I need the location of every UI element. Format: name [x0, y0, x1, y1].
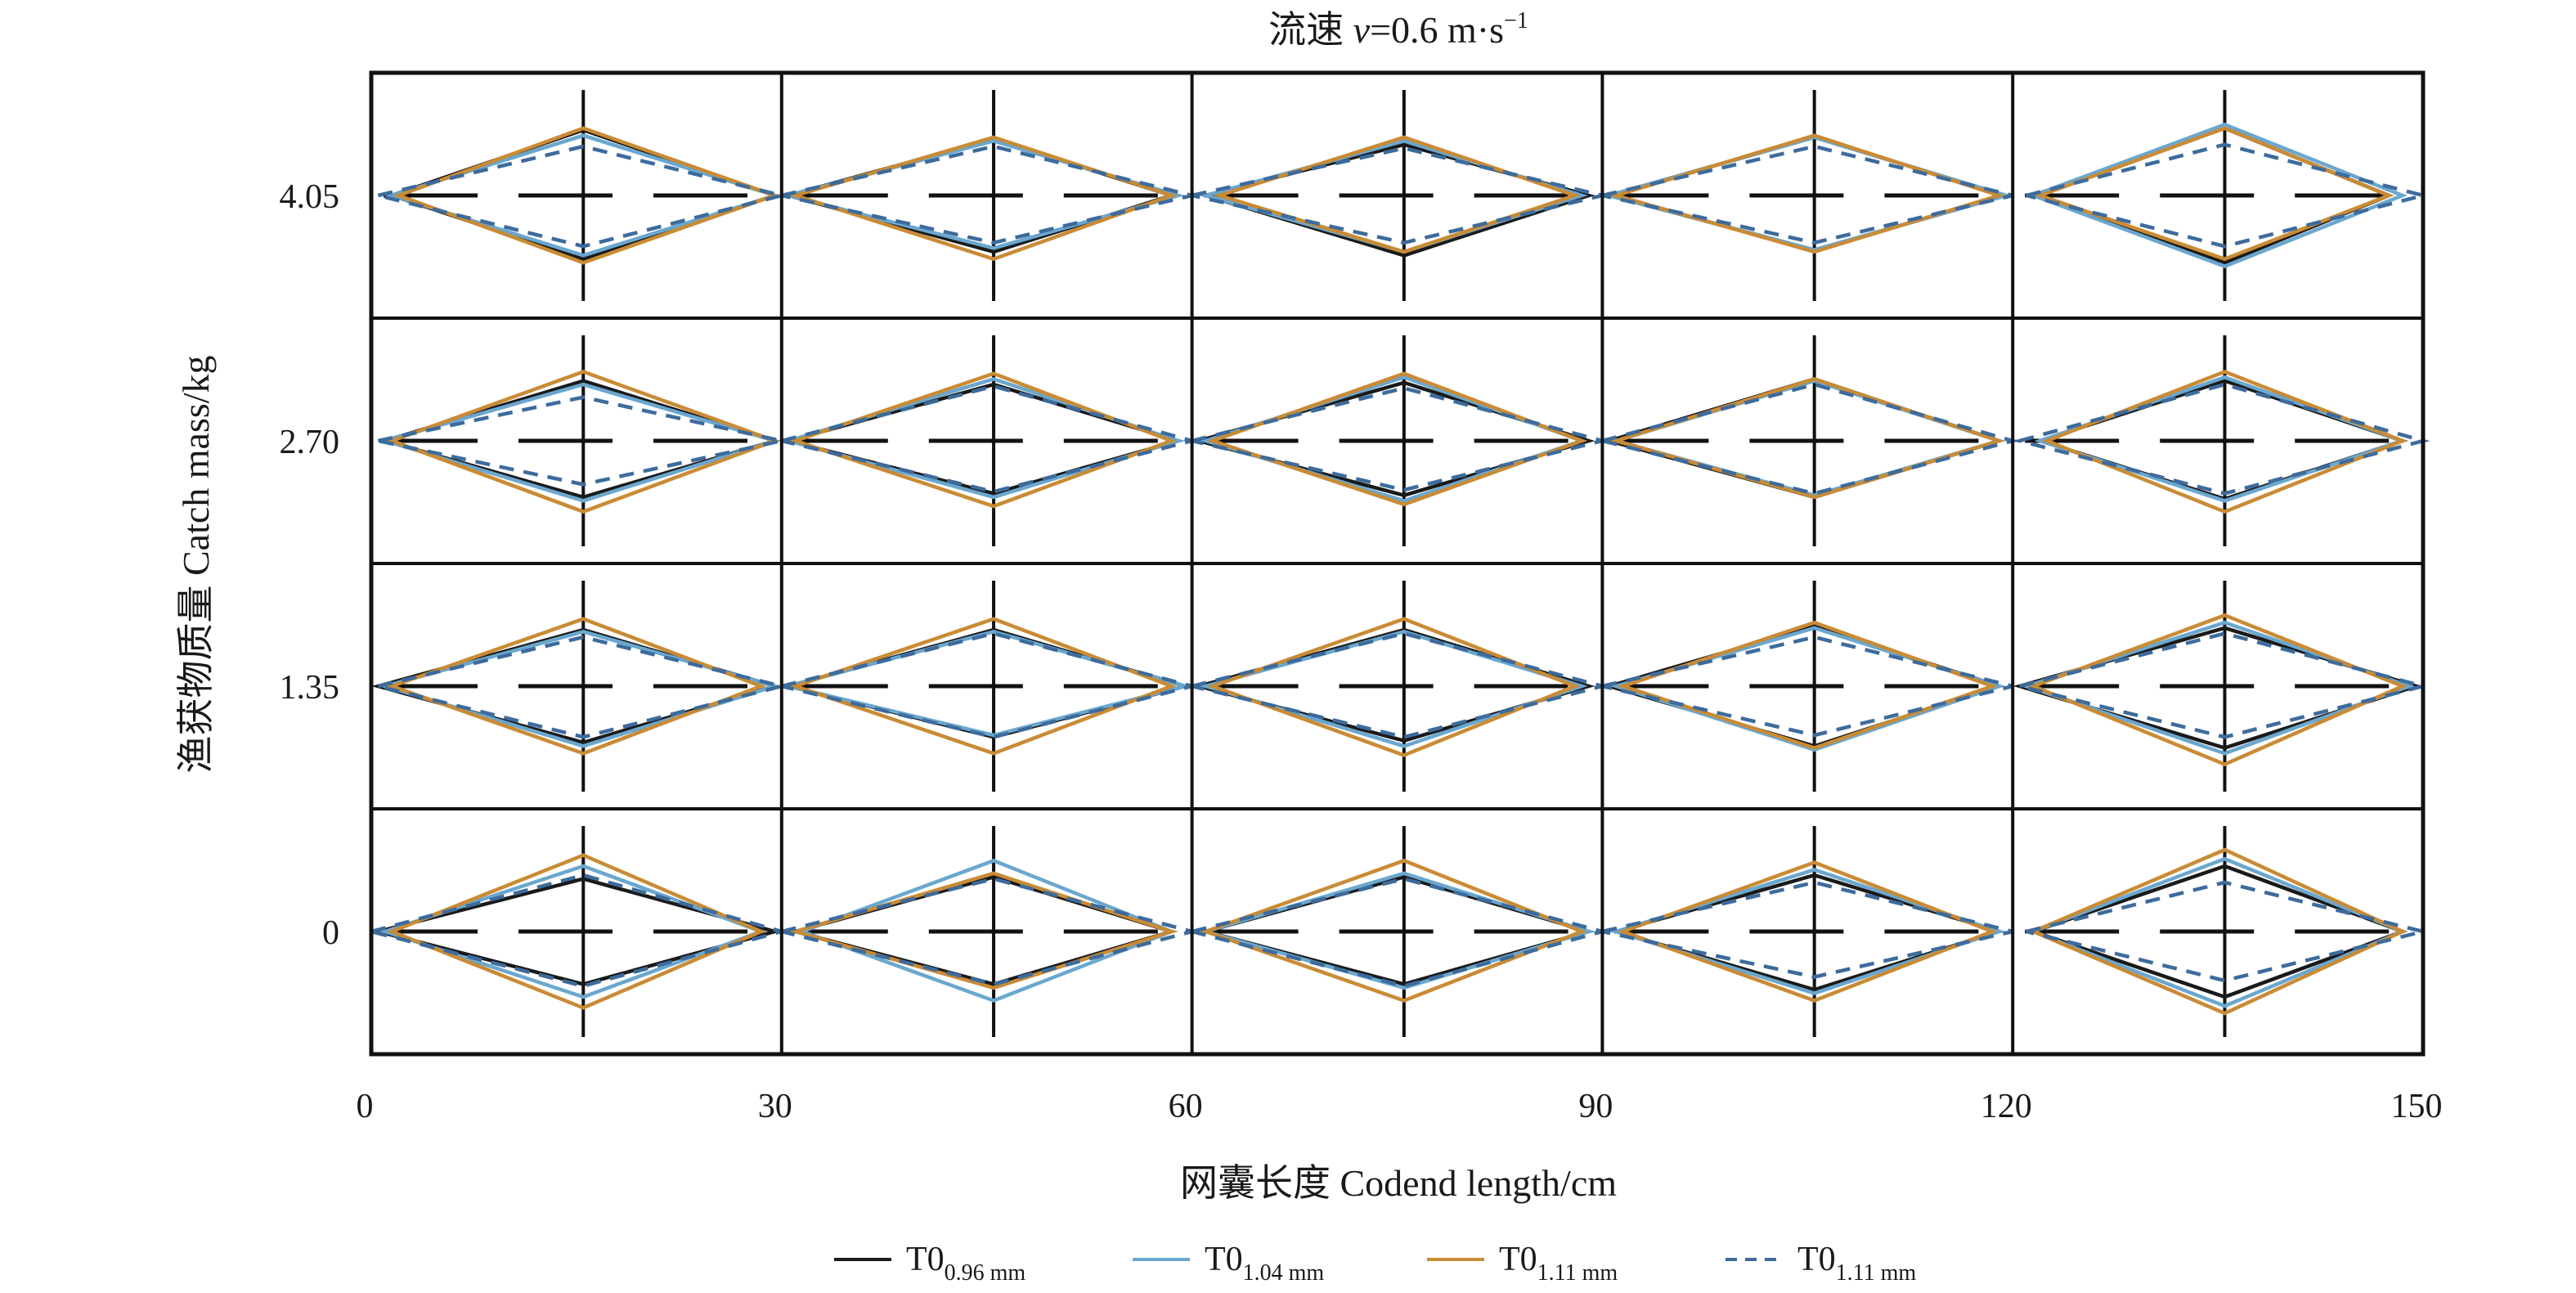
series-diamond-1 [782, 377, 1185, 500]
chart-title: 流速 v=0.6 m·s−1 [1268, 8, 1528, 51]
legend-label: T00.96 mm [906, 1241, 1025, 1286]
series-diamond-1 [2020, 620, 2416, 756]
series-diamond-3 [2026, 880, 2424, 983]
series-diamond-3 [2026, 142, 2424, 249]
panel [2025, 826, 2424, 1037]
legend-label: T01.04 mm [1205, 1241, 1324, 1286]
series-diamond-2 [1213, 135, 1582, 254]
series-diamond-2 [2034, 126, 2394, 262]
series-diamond-2 [1206, 371, 1587, 507]
panel [1601, 90, 2013, 301]
series-diamond-0 [1602, 377, 2005, 500]
series-diamond-3 [377, 144, 783, 249]
legend-label-main: T0 [1205, 1241, 1243, 1278]
series-diamond-0 [1198, 142, 1595, 258]
series-diamond-3 [377, 635, 783, 739]
x-tick-label: 0 [357, 1088, 374, 1125]
panel [364, 826, 789, 1037]
series-diamond-3 [2019, 631, 2430, 739]
series-diamond-1 [1609, 868, 2005, 995]
legend-item: T01.11 mm [1726, 1241, 1916, 1286]
legend-label-main: T0 [1499, 1241, 1537, 1278]
panel [377, 90, 783, 301]
series-diamond-2 [2028, 613, 2408, 766]
x-tick-labels: 0 30 60 90 120 150 [357, 1088, 2443, 1125]
series-diamond-0 [781, 627, 1192, 739]
panel [1601, 581, 2013, 792]
panel [781, 581, 1200, 792]
y-tick-label: 4.05 [280, 178, 340, 216]
series-diamond-0 [377, 877, 782, 986]
x-tick-label: 30 [758, 1088, 792, 1125]
panel [1601, 826, 2013, 1037]
panel [2012, 335, 2430, 546]
x-tick-label: 150 [2391, 1088, 2443, 1125]
series-diamond-2 [387, 853, 766, 1010]
y-tick-label: 2.70 [280, 424, 340, 461]
plot-frame [369, 70, 2426, 1057]
series-diamond-1 [378, 629, 782, 748]
series-diamond-2 [1609, 377, 2005, 500]
legend-label-subscript: 0.96 mm [945, 1260, 1026, 1286]
series-diamond-2 [1617, 860, 1998, 1003]
series-diamond-2 [789, 371, 1177, 509]
panel [1192, 335, 1603, 546]
series-diamond-2 [1200, 858, 1587, 1003]
panel [1192, 826, 1610, 1037]
legend-item: T01.04 mm [1133, 1241, 1324, 1286]
panel [2013, 581, 2430, 792]
x-tick-label: 60 [1169, 1088, 1203, 1125]
y-tick-label: 0 [322, 914, 339, 952]
series-diamond-2 [386, 617, 767, 756]
legend-item: T00.96 mm [834, 1241, 1025, 1286]
x-axis-title: 网囊长度 Codend length/cm [1180, 1162, 1617, 1204]
panel [781, 90, 1193, 301]
y-tick-labels: 4.05 2.70 1.35 0 [280, 178, 340, 952]
panel [1192, 90, 1603, 301]
legend-label-main: T0 [1797, 1241, 1836, 1278]
series-diamond-2 [1206, 617, 1581, 757]
series-diamond-2 [2041, 370, 2408, 514]
legend-label: T01.11 mm [1499, 1241, 1618, 1286]
legend-item: T01.11 mm [1427, 1241, 1618, 1286]
y-axis-title: 渔获物质量 Catch mass/kg [175, 355, 217, 773]
legend-label-subscript: 1.11 mm [1836, 1260, 1917, 1286]
series-diamond-2 [1609, 133, 2005, 254]
y-tick-label: 1.35 [280, 669, 340, 707]
panel [781, 826, 1200, 1037]
panel [377, 335, 783, 546]
panel [2025, 90, 2424, 301]
panel [1192, 581, 1610, 792]
legend-label: T01.11 mm [1797, 1241, 1916, 1286]
panel [1601, 335, 2020, 546]
panel [370, 581, 783, 792]
legend-label-main: T0 [906, 1241, 945, 1278]
series-diamond-1 [1609, 626, 2005, 752]
legend-label-subscript: 1.11 mm [1537, 1260, 1618, 1286]
series-diamond-2 [2028, 847, 2408, 1016]
x-tick-label: 90 [1578, 1088, 1613, 1125]
legend-label-subscript: 1.04 mm [1243, 1260, 1325, 1286]
series-diamond-1 [788, 629, 1192, 738]
x-tick-label: 120 [1981, 1088, 2032, 1125]
series-diamond-2 [788, 135, 1178, 262]
series-diamond-2 [789, 617, 1177, 756]
series-diamond-1 [1609, 379, 2006, 498]
series-diamond-2 [1617, 620, 1998, 750]
panel [781, 335, 1200, 546]
series-diamond-1 [2027, 122, 2408, 269]
series-diamond-1 [1199, 629, 1588, 748]
series-diamond-0 [1192, 380, 1595, 498]
